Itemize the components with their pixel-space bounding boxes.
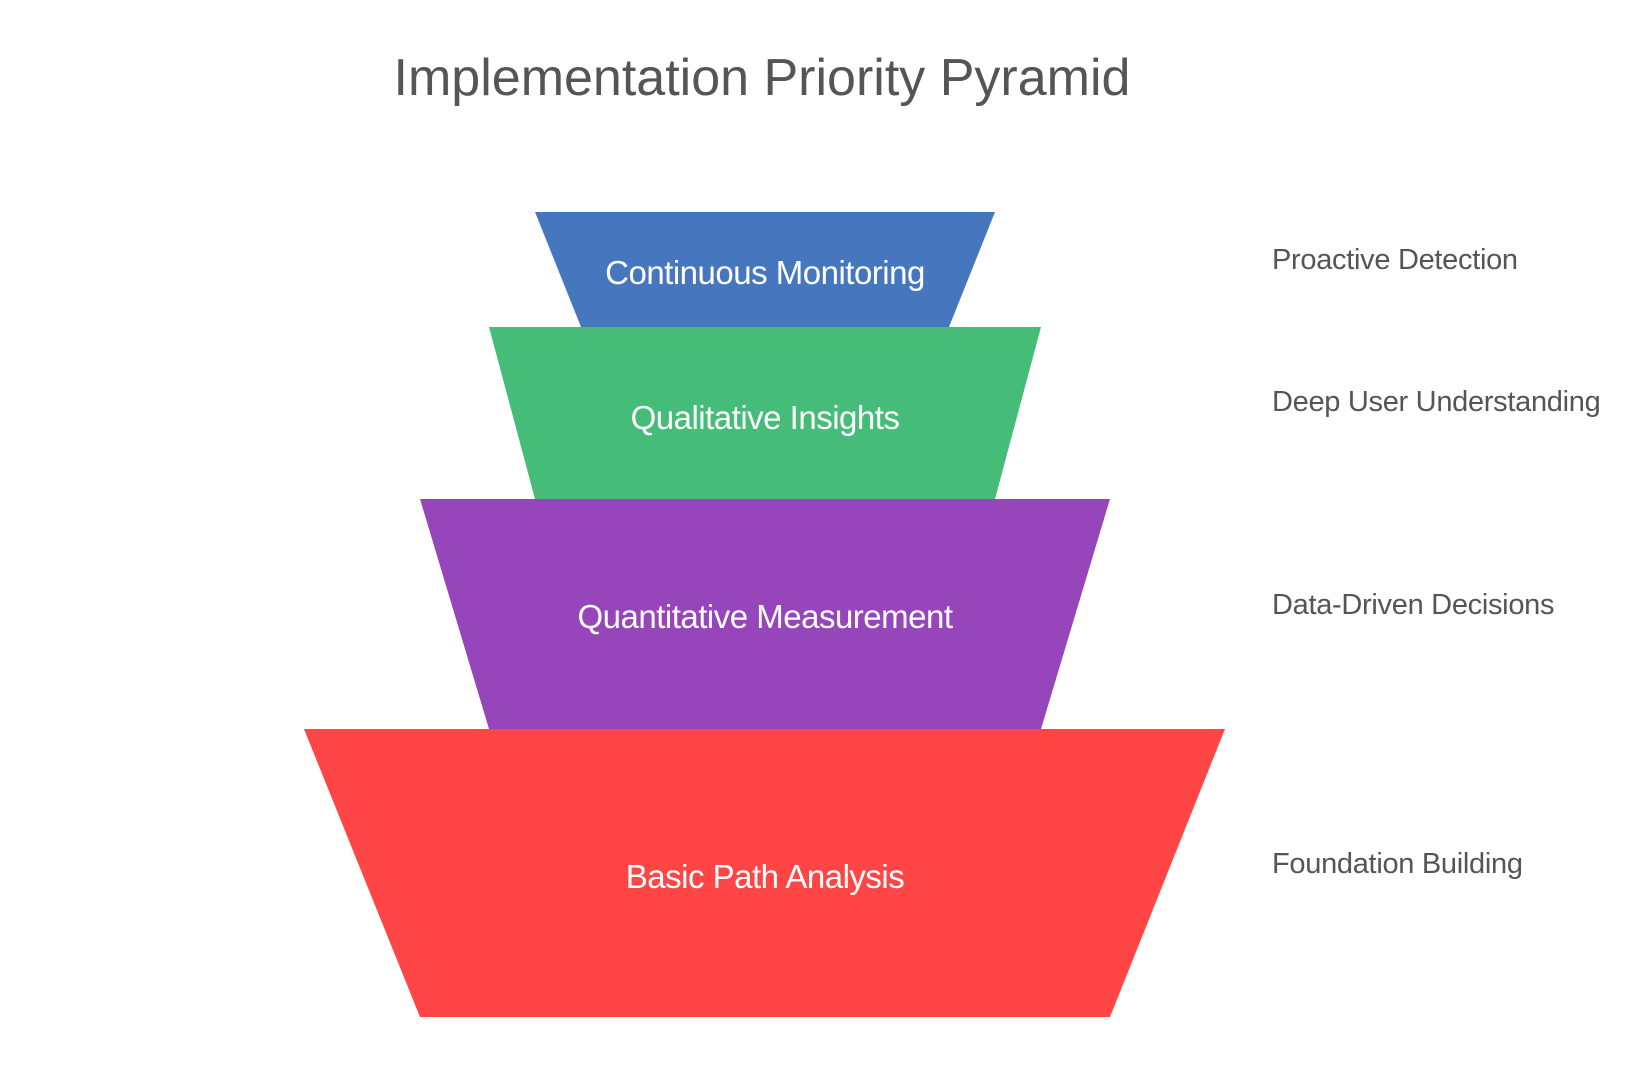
tier-shape-continuous-monitoring bbox=[535, 212, 995, 327]
outcome-label-proactive-detection: Proactive Detection bbox=[1272, 244, 1518, 276]
tier-label-qualitative-insights: Qualitative Insights bbox=[631, 399, 900, 436]
tier-basic-path-analysis: Basic Path Analysis bbox=[304, 729, 1225, 1017]
diagram-title: Implementation Priority Pyramid bbox=[394, 49, 1131, 107]
tier-qualitative-insights: Qualitative Insights bbox=[489, 327, 1041, 499]
outcome-label-foundation-building: Foundation Building bbox=[1272, 848, 1523, 880]
tier-quantitative-measurement: Quantitative Measurement bbox=[420, 499, 1110, 729]
outcome-label-data-driven-decisions: Data-Driven Decisions bbox=[1272, 589, 1554, 621]
tier-continuous-monitoring: Continuous Monitoring bbox=[535, 212, 995, 327]
tier-label-basic-path-analysis: Basic Path Analysis bbox=[626, 858, 904, 895]
tier-shape-qualitative-insights bbox=[489, 327, 1041, 499]
outcome-label-deep-user-understanding: Deep User Understanding bbox=[1272, 386, 1600, 418]
tier-label-quantitative-measurement: Quantitative Measurement bbox=[577, 598, 952, 635]
tier-label-continuous-monitoring: Continuous Monitoring bbox=[605, 254, 925, 291]
tier-shape-quantitative-measurement bbox=[420, 499, 1110, 729]
tier-shape-basic-path-analysis bbox=[304, 729, 1225, 1017]
